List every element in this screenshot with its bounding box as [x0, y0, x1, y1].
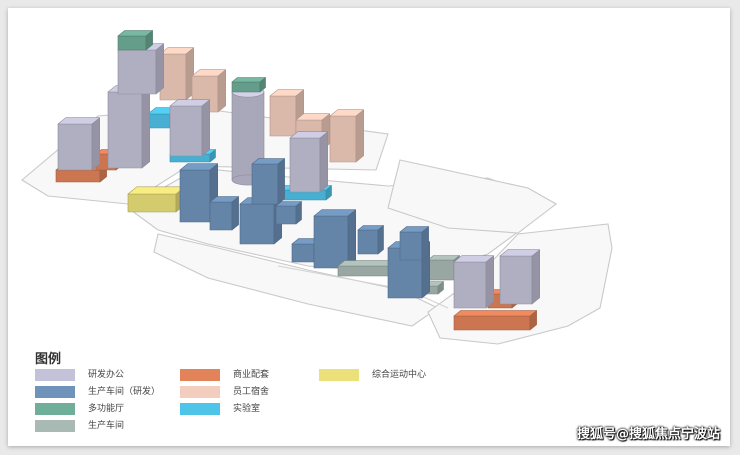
buildings-group — [55, 30, 541, 331]
legend-swatch — [180, 386, 220, 398]
legend-title: 图例 — [35, 352, 62, 367]
production-rd-7 — [313, 209, 357, 269]
office-tower-5 — [289, 131, 329, 193]
dormitory-block-5 — [329, 109, 365, 163]
dormitory-block-1 — [159, 47, 194, 101]
legend-label: 商业配套 — [233, 370, 270, 380]
legend-label: 研发办公 — [88, 370, 125, 380]
office-tower-1 — [57, 117, 100, 171]
legend-swatch — [35, 369, 75, 381]
office-tower-6 — [453, 255, 495, 309]
legend-label: 实验室 — [233, 404, 261, 414]
legend-label: 多功能厅 — [88, 404, 125, 414]
production-rd-2 — [209, 196, 239, 231]
office-tower-2 — [107, 85, 150, 169]
production-rd-8 — [357, 225, 384, 255]
legend-swatch — [180, 369, 220, 381]
axonometric-site-plan — [21, 30, 613, 345]
production-rd-5 — [275, 201, 302, 225]
legend: 图例 研发办公 生产车间（研发） 多功能厅 生产车间 商业配套 员工宿舍 实验室 — [35, 348, 455, 438]
legend-label: 员工宿舍 — [233, 387, 270, 397]
watermark-text: 搜狐号@搜狐焦点宁波站 — [576, 427, 720, 442]
legend-label: 生产车间（研发） — [88, 387, 161, 397]
legend-swatch — [35, 386, 75, 398]
legend-label: 生产车间 — [88, 421, 125, 431]
commercial-podium-3 — [453, 310, 537, 331]
production-rd-3 — [239, 197, 283, 245]
office-tower-7 — [499, 249, 541, 305]
legend-swatch — [180, 403, 220, 415]
rotunda-cap-hall — [231, 77, 266, 93]
legend-swatch — [319, 369, 359, 381]
legend-label: 综合运动中心 — [372, 370, 427, 380]
legend-swatch — [35, 403, 75, 415]
site-road-outline — [387, 159, 557, 234]
production-rd-4 — [251, 158, 285, 205]
sports-center — [127, 186, 186, 213]
masterplan-card: 图例 研发办公 生产车间（研发） 多功能厅 生产车间 商业配套 员工宿舍 实验室 — [8, 8, 730, 446]
office-tower-4 — [169, 99, 210, 157]
office-tower-3 — [117, 43, 164, 95]
site-road-outline — [153, 233, 440, 327]
legend-swatch — [35, 420, 75, 432]
multifunction-hall-top — [117, 30, 153, 51]
production-rd-10 — [399, 226, 429, 261]
